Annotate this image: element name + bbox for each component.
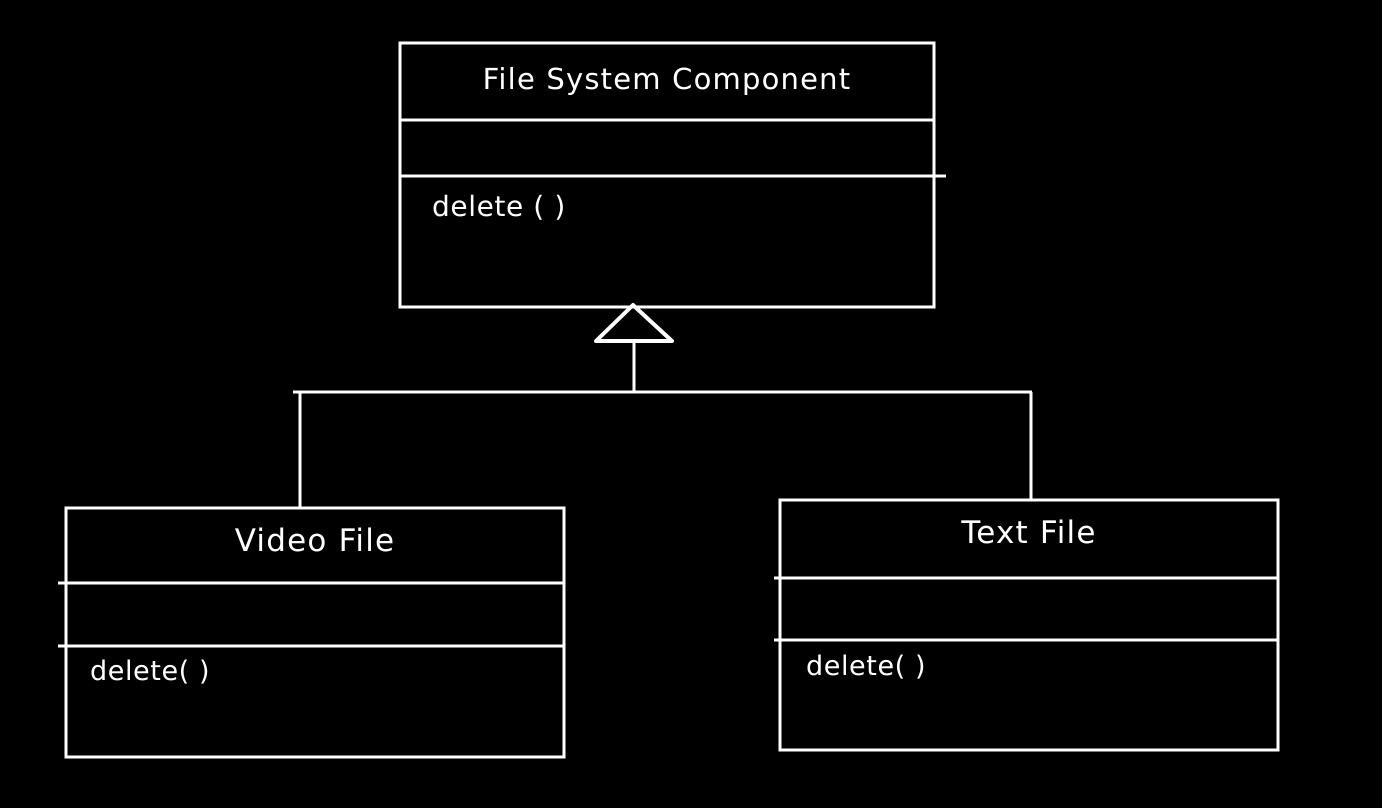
class-box-outline-video-file bbox=[64, 506, 566, 759]
class-box-video-file[interactable] bbox=[58, 506, 566, 759]
class-name-video-file: Video File bbox=[234, 523, 396, 559]
class-method-file-system-component-delete: delete ( ) bbox=[432, 190, 566, 223]
class-method-video-file-delete: delete( ) bbox=[90, 656, 211, 687]
hollow-triangle-icon bbox=[594, 303, 674, 343]
class-box-file-system-component[interactable] bbox=[398, 41, 946, 309]
class-name-file-system-component: File System Component bbox=[482, 62, 852, 96]
class-method-text-file-delete: delete( ) bbox=[806, 651, 927, 682]
class-name-text-file: Text File bbox=[961, 515, 1097, 551]
class-box-text-file[interactable] bbox=[774, 498, 1280, 752]
generalization-connector-lines bbox=[293, 341, 1033, 509]
class-box-outline-text-file bbox=[778, 498, 1280, 752]
generalization-arrow-head-icon bbox=[594, 303, 674, 343]
